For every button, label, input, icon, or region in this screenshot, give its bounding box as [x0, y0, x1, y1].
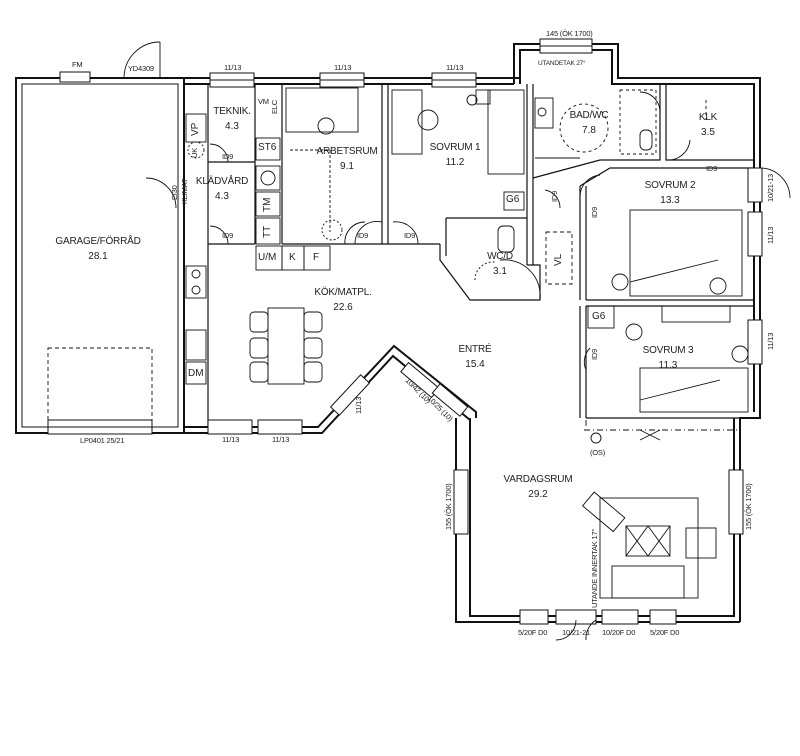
- window-label-2: 11/13: [334, 63, 352, 72]
- label-elc: ELC: [270, 100, 279, 114]
- furniture: [47, 87, 749, 599]
- room-name-vardagsrum: VARDAGSRUM: [503, 474, 573, 485]
- room-name-badwc: BAD/WC: [569, 110, 609, 121]
- label-uk: UK: [190, 147, 199, 158]
- room-area-entre: 15.4: [465, 359, 485, 370]
- door-label-id9-6: ID9: [590, 206, 599, 218]
- room-name-teknik: TEKNIK.: [213, 106, 251, 117]
- door-label-id9-4: ID9: [404, 231, 416, 240]
- label-vp: VP: [190, 122, 201, 136]
- room-area-arbetsrum: 9.1: [340, 161, 354, 172]
- door-label-520f-1: 5/20F D0: [518, 628, 548, 637]
- label-tt: TT: [262, 225, 273, 238]
- label-utande-innertak: UTANDE INNERTAK 17°: [590, 528, 599, 608]
- door-label-1020f: 10/20F D0: [602, 628, 636, 637]
- door-label-520f-2: 5/20F D0: [650, 628, 680, 637]
- door-label-id9-1: ID9: [222, 152, 234, 161]
- room-name-entre: ENTRÉ: [458, 344, 492, 355]
- window-label-7: 11/13: [766, 226, 775, 244]
- room-area-badwc: 7.8: [582, 125, 596, 136]
- room-area-teknik: 4.3: [225, 121, 239, 132]
- label-lport: LP0401 25/21: [80, 436, 125, 445]
- window-label-1: 11/13: [224, 63, 242, 72]
- door-label-id9-5: ID9: [550, 190, 559, 202]
- room-name-sovrum1: SOVRUM 1: [429, 142, 481, 153]
- window-label-4: 11/13: [222, 435, 240, 444]
- room-area-sovrum3: 11.3: [658, 360, 678, 371]
- label-g6-2: G6: [592, 311, 606, 322]
- room-area-kladvard: 4.3: [215, 191, 229, 202]
- window-label-6: 11/13: [354, 396, 363, 414]
- label-dm: DM: [188, 368, 204, 379]
- label-yd: YD4309: [128, 64, 154, 73]
- room-name-klk: KLK: [698, 112, 718, 123]
- room-name-kladvard: KLÄDVÅRD: [195, 176, 249, 187]
- window-label-5: 11/13: [272, 435, 290, 444]
- room-area-klk: 3.5: [701, 127, 715, 138]
- room-area-kok: 22.6: [333, 302, 353, 313]
- door-label-ei30: EI30: [170, 185, 179, 200]
- label-f: F: [313, 252, 320, 263]
- label-k: K: [289, 252, 296, 263]
- room-name-arbetsrum: ARBETSRUM: [316, 146, 378, 157]
- window-label-1021: 10/21-13: [766, 173, 775, 202]
- room-area-vardagsrum: 29.2: [528, 489, 548, 500]
- label-fm: FM: [72, 60, 83, 69]
- label-g6-1: G6: [506, 194, 520, 205]
- window-label-145: 145 (ÖK 1700): [546, 29, 593, 38]
- room-area-garage: 28.1: [88, 251, 108, 262]
- label-vl: VL: [553, 253, 564, 266]
- room-name-wcd: WC/D: [487, 251, 513, 262]
- window-label-155-right: 155 (ÖK 1700): [744, 483, 753, 530]
- room-area-wcd: 3.1: [493, 266, 507, 277]
- windows: [47, 38, 763, 625]
- interior-walls: [183, 84, 754, 427]
- label-um: U/M: [258, 252, 277, 263]
- window-label-8: 11/13: [766, 332, 775, 350]
- room-area-sovrum1: 11.2: [445, 157, 465, 168]
- door-label-id9-2: ID9: [222, 231, 234, 240]
- room-name-sovrum2: SOVRUM 2: [644, 180, 696, 191]
- label-st6: ST6: [258, 142, 277, 153]
- door-label-1021-21: 10/21-21: [562, 628, 591, 637]
- room-name-sovrum3: SOVRUM 3: [642, 345, 694, 356]
- room-name-kok: KÖK/MATPL.: [314, 287, 372, 298]
- window-label-3: 11/13: [446, 63, 464, 72]
- label-os: (OS): [590, 448, 606, 457]
- window-label-155-left: 155 (ÖK 1700): [444, 483, 453, 530]
- door-label-id9-3: ID9: [357, 231, 369, 240]
- room-name-garage: GARAGE/FÖRRÅD: [55, 236, 141, 247]
- door-swings: [123, 41, 791, 641]
- label-utandetak: UTANDETAK 27°: [538, 60, 586, 67]
- door-label-id9-8: ID9: [706, 164, 718, 173]
- label-vm: VM: [258, 97, 269, 106]
- door-label-id9-7: ID9: [590, 348, 599, 360]
- room-area-sovrum2: 13.3: [660, 195, 680, 206]
- door-label-klimat: KLIMAT: [180, 178, 189, 204]
- label-tm: TM: [262, 197, 273, 212]
